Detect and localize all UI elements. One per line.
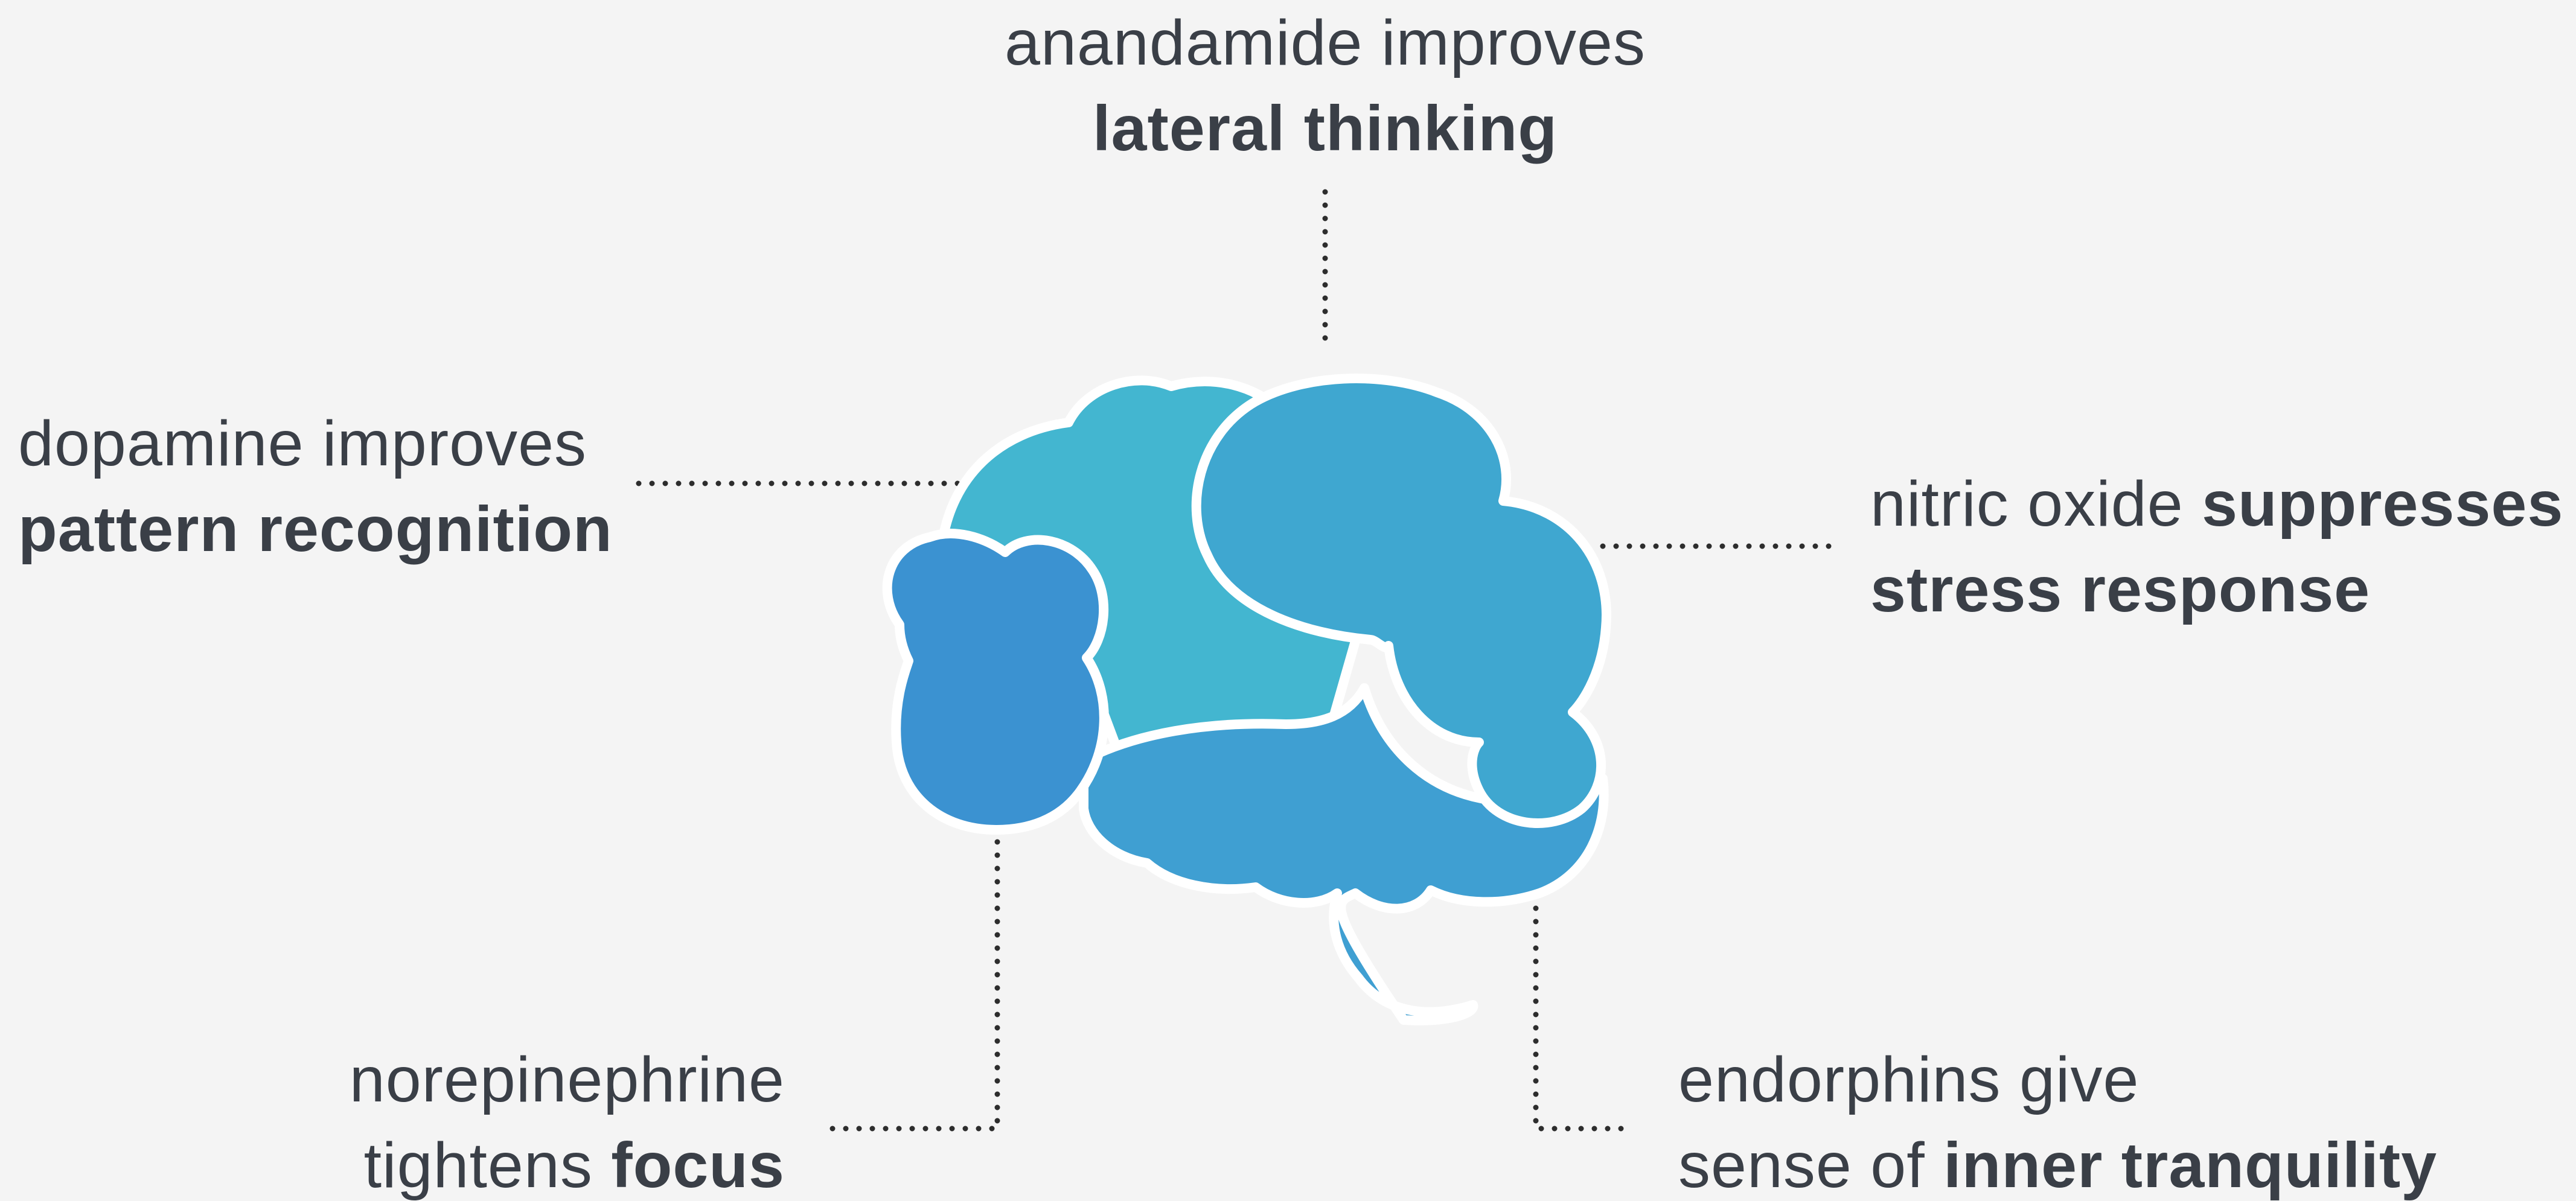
label-endorphins-line1: endorphins give (1678, 1044, 2140, 1115)
label-norepinephrine-normal: tightens (363, 1130, 612, 1201)
label-anandamide: anandamide improves lateral thinking (990, 0, 1660, 171)
label-endorphins-normal: sense of (1678, 1130, 1944, 1201)
label-nitric-oxide-bold1: suppresses (2202, 468, 2564, 540)
label-dopamine-line1: dopamine improves (18, 408, 587, 479)
brain-cerebellum (882, 529, 1109, 835)
brain-temporal-lobe (1079, 683, 1609, 1025)
label-norepinephrine-bold: focus (611, 1130, 785, 1201)
label-anandamide-line1: anandamide improves (1005, 7, 1646, 78)
label-nitric-oxide-bold2: stress response (1870, 554, 2371, 625)
leader-line-endorphins (1533, 905, 1636, 1132)
brain-parietal-lobe (1191, 374, 1611, 828)
label-endorphins: endorphins give sense of inner tranquili… (1678, 1037, 2437, 1201)
label-norepinephrine-line1: norepinephrine (349, 1044, 785, 1115)
label-nitric-oxide: nitric oxide suppresses stress response (1870, 461, 2563, 632)
brain-illustration (882, 374, 1611, 1025)
leader-line-norepinephrine (817, 839, 1000, 1132)
label-anandamide-bold: lateral thinking (1093, 93, 1558, 164)
label-dopamine: dopamine improves pattern recognition (18, 401, 613, 572)
label-dopamine-bold: pattern recognition (18, 494, 613, 565)
label-norepinephrine: norepinephrine tightens focus (241, 1037, 785, 1201)
label-endorphins-bold: inner tranquility (1943, 1130, 2438, 1201)
label-nitric-oxide-normal: nitric oxide (1870, 468, 2202, 540)
